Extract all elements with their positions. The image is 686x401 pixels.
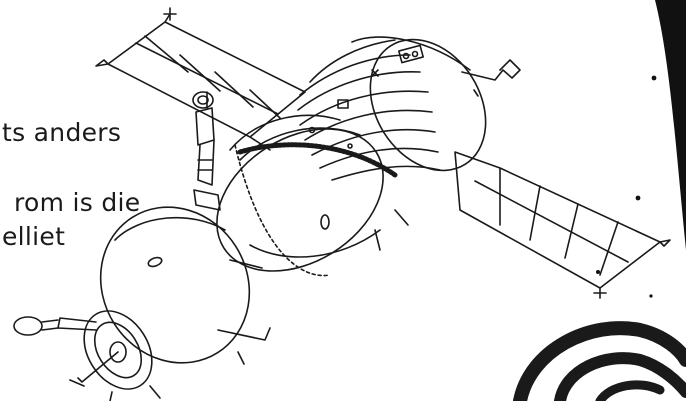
- orbital-module: [99, 206, 271, 365]
- solar-panel-left: [95, 7, 306, 151]
- heat-shield-band: [237, 142, 398, 178]
- service-module: [297, 36, 521, 181]
- descent-module: [216, 114, 409, 277]
- swirl-decoration: [513, 0, 686, 401]
- text-line-3: elliet: [2, 222, 66, 251]
- docking-ring: [13, 310, 161, 401]
- solar-panel-right: [454, 151, 671, 299]
- antenna-mast: [192, 91, 221, 211]
- text-line-1: ts anders: [2, 118, 122, 147]
- text-line-2: rom is die: [14, 188, 141, 217]
